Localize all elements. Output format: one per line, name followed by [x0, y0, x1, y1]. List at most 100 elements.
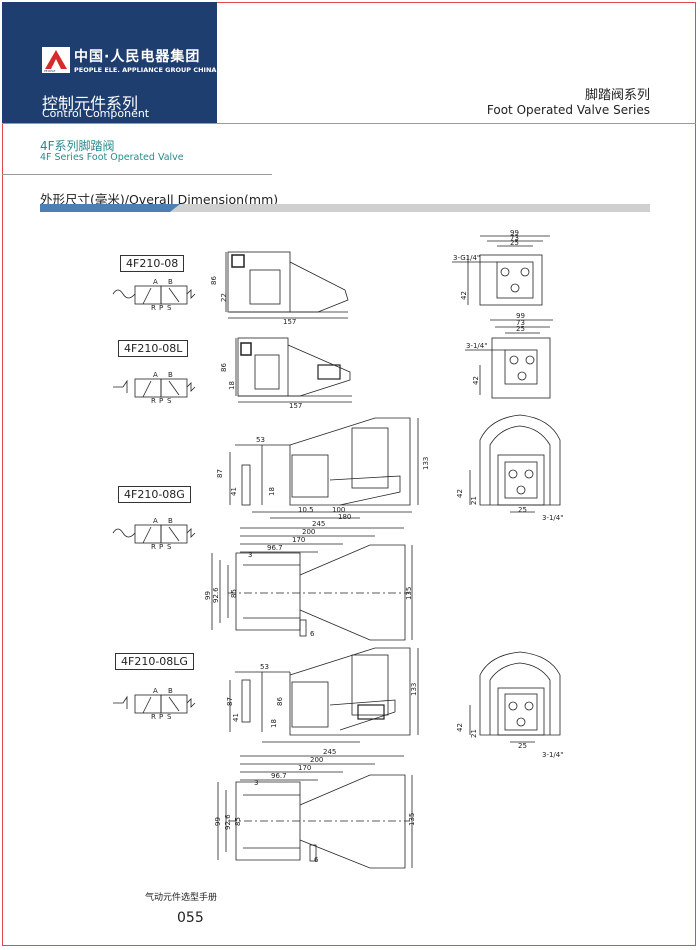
svg-text:R: R — [151, 543, 156, 551]
valve-symbol-1: A B R P S — [112, 278, 196, 312]
header-divider — [2, 123, 696, 124]
svg-text:170: 170 — [292, 536, 305, 544]
footer-caption: 气动元件选型手册 — [145, 893, 218, 903]
section-bar — [40, 204, 650, 212]
svg-text:53: 53 — [256, 436, 265, 444]
svg-text:41: 41 — [230, 487, 238, 496]
front-view-08LG: 42 21 25 3-1/4" — [456, 651, 563, 759]
svg-text:96.7: 96.7 — [271, 772, 287, 780]
svg-text:10.5: 10.5 — [298, 506, 314, 514]
svg-text:170: 170 — [298, 764, 311, 772]
svg-text:3: 3 — [248, 551, 252, 559]
svg-text:53: 53 — [260, 663, 269, 671]
svg-text:B: B — [168, 371, 173, 379]
svg-text:S: S — [167, 713, 172, 721]
valve-symbol-4: A B R P S — [113, 687, 196, 721]
model-label: 4F210-08L — [118, 340, 189, 357]
company-logo-icon: PEOPLE — [42, 47, 70, 73]
svg-text:25: 25 — [510, 239, 519, 247]
svg-text:25: 25 — [518, 506, 527, 514]
svg-text:R: R — [151, 304, 156, 312]
svg-text:3: 3 — [254, 779, 258, 787]
svg-text:85: 85 — [230, 589, 238, 598]
svg-text:B: B — [168, 687, 173, 695]
series-title-cn: 脚踏阀系列 — [584, 88, 650, 103]
svg-text:42: 42 — [460, 291, 468, 300]
svg-text:73: 73 — [510, 234, 519, 242]
svg-text:25: 25 — [518, 742, 527, 750]
category-title-en: Control Component — [42, 107, 150, 120]
svg-text:PEOPLE: PEOPLE — [44, 69, 56, 73]
svg-text:99: 99 — [204, 591, 212, 600]
product-title-en: 4F Series Foot Operated Valve — [40, 152, 184, 163]
svg-text:18: 18 — [268, 487, 276, 496]
svg-text:18: 18 — [270, 719, 278, 728]
svg-text:245: 245 — [323, 748, 336, 756]
page-number: 055 — [177, 910, 204, 926]
side-view-08LG: 53 87 41 86 18 133 — [226, 647, 419, 743]
svg-text:133: 133 — [410, 683, 418, 696]
model-label: 4F210-08G — [118, 486, 191, 503]
svg-text:200: 200 — [302, 528, 315, 536]
svg-text:P: P — [159, 713, 163, 721]
svg-text:157: 157 — [283, 318, 296, 326]
plan-view-08G: 245 200 170 96.7 3 99 92.6 85 135 6 — [204, 520, 413, 641]
svg-text:P: P — [159, 304, 163, 312]
section-title: 外形尺寸(毫米)/Overall Dimension(mm) — [40, 192, 279, 207]
model-label: 4F210-08 — [120, 255, 185, 272]
svg-text:41: 41 — [232, 713, 240, 722]
svg-text:135: 135 — [408, 813, 416, 826]
svg-text:18: 18 — [228, 381, 236, 390]
company-name-en: PEOPLE ELE. APPLIANCE GROUP CHINA — [74, 66, 217, 74]
svg-text:99: 99 — [510, 229, 519, 237]
svg-text:3-1/4": 3-1/4" — [466, 342, 487, 350]
series-title-en: Foot Operated Valve Series — [486, 103, 650, 117]
svg-text:85: 85 — [234, 817, 242, 826]
svg-text:42: 42 — [456, 723, 464, 732]
svg-text:42: 42 — [456, 489, 464, 498]
valve-symbol-3: A B R P S — [112, 517, 196, 551]
svg-text:A: A — [153, 278, 158, 286]
svg-text:200: 200 — [310, 756, 323, 764]
svg-text:96.7: 96.7 — [267, 544, 283, 552]
svg-text:P: P — [159, 397, 163, 405]
svg-text:157: 157 — [289, 402, 302, 410]
svg-text:86: 86 — [220, 363, 228, 372]
svg-text:B: B — [168, 278, 173, 286]
svg-text:S: S — [167, 397, 172, 405]
front-view-08L: 99 73 25 3-1/4" 42 — [465, 312, 553, 399]
svg-text:S: S — [167, 543, 172, 551]
svg-text:100: 100 — [332, 506, 345, 514]
svg-text:6: 6 — [310, 630, 315, 638]
side-view-08: 86 22 157 — [210, 251, 349, 326]
svg-text:22: 22 — [220, 293, 228, 302]
svg-text:A: A — [153, 517, 158, 525]
svg-text:3-G1/4": 3-G1/4" — [453, 254, 480, 262]
svg-text:92.6: 92.6 — [224, 814, 232, 830]
svg-text:42: 42 — [472, 376, 480, 385]
svg-text:A: A — [153, 687, 158, 695]
svg-text:R: R — [151, 713, 156, 721]
model-label: 4F210-08LG — [115, 653, 194, 670]
svg-text:87: 87 — [216, 469, 224, 478]
svg-text:3-1/4": 3-1/4" — [542, 751, 563, 759]
svg-text:99: 99 — [516, 312, 525, 320]
svg-text:86: 86 — [210, 276, 218, 285]
svg-text:180: 180 — [338, 513, 351, 521]
svg-text:P: P — [159, 543, 163, 551]
plan-view-08LG: 245 200 170 96.7 3 99 92.6 85 135 6 — [214, 748, 416, 869]
svg-text:92.6: 92.6 — [212, 587, 220, 603]
side-view-08G: 53 87 41 18 133 10.5 100 180 — [216, 417, 430, 521]
front-view-08: 99 73 25 3-G1/4" 42 — [452, 229, 550, 306]
svg-text:86: 86 — [276, 697, 284, 706]
svg-text:87: 87 — [226, 697, 234, 706]
svg-text:135: 135 — [405, 587, 413, 600]
brand-panel: PEOPLE 中国·人民电器集团 PEOPLE ELE. APPLIANCE G… — [2, 2, 217, 124]
category-title-cn: 控制元件系列 — [42, 94, 139, 113]
svg-text:S: S — [167, 304, 172, 312]
svg-text:6: 6 — [314, 856, 319, 864]
svg-text:3-1/4": 3-1/4" — [542, 514, 563, 522]
svg-text:99: 99 — [214, 817, 222, 826]
